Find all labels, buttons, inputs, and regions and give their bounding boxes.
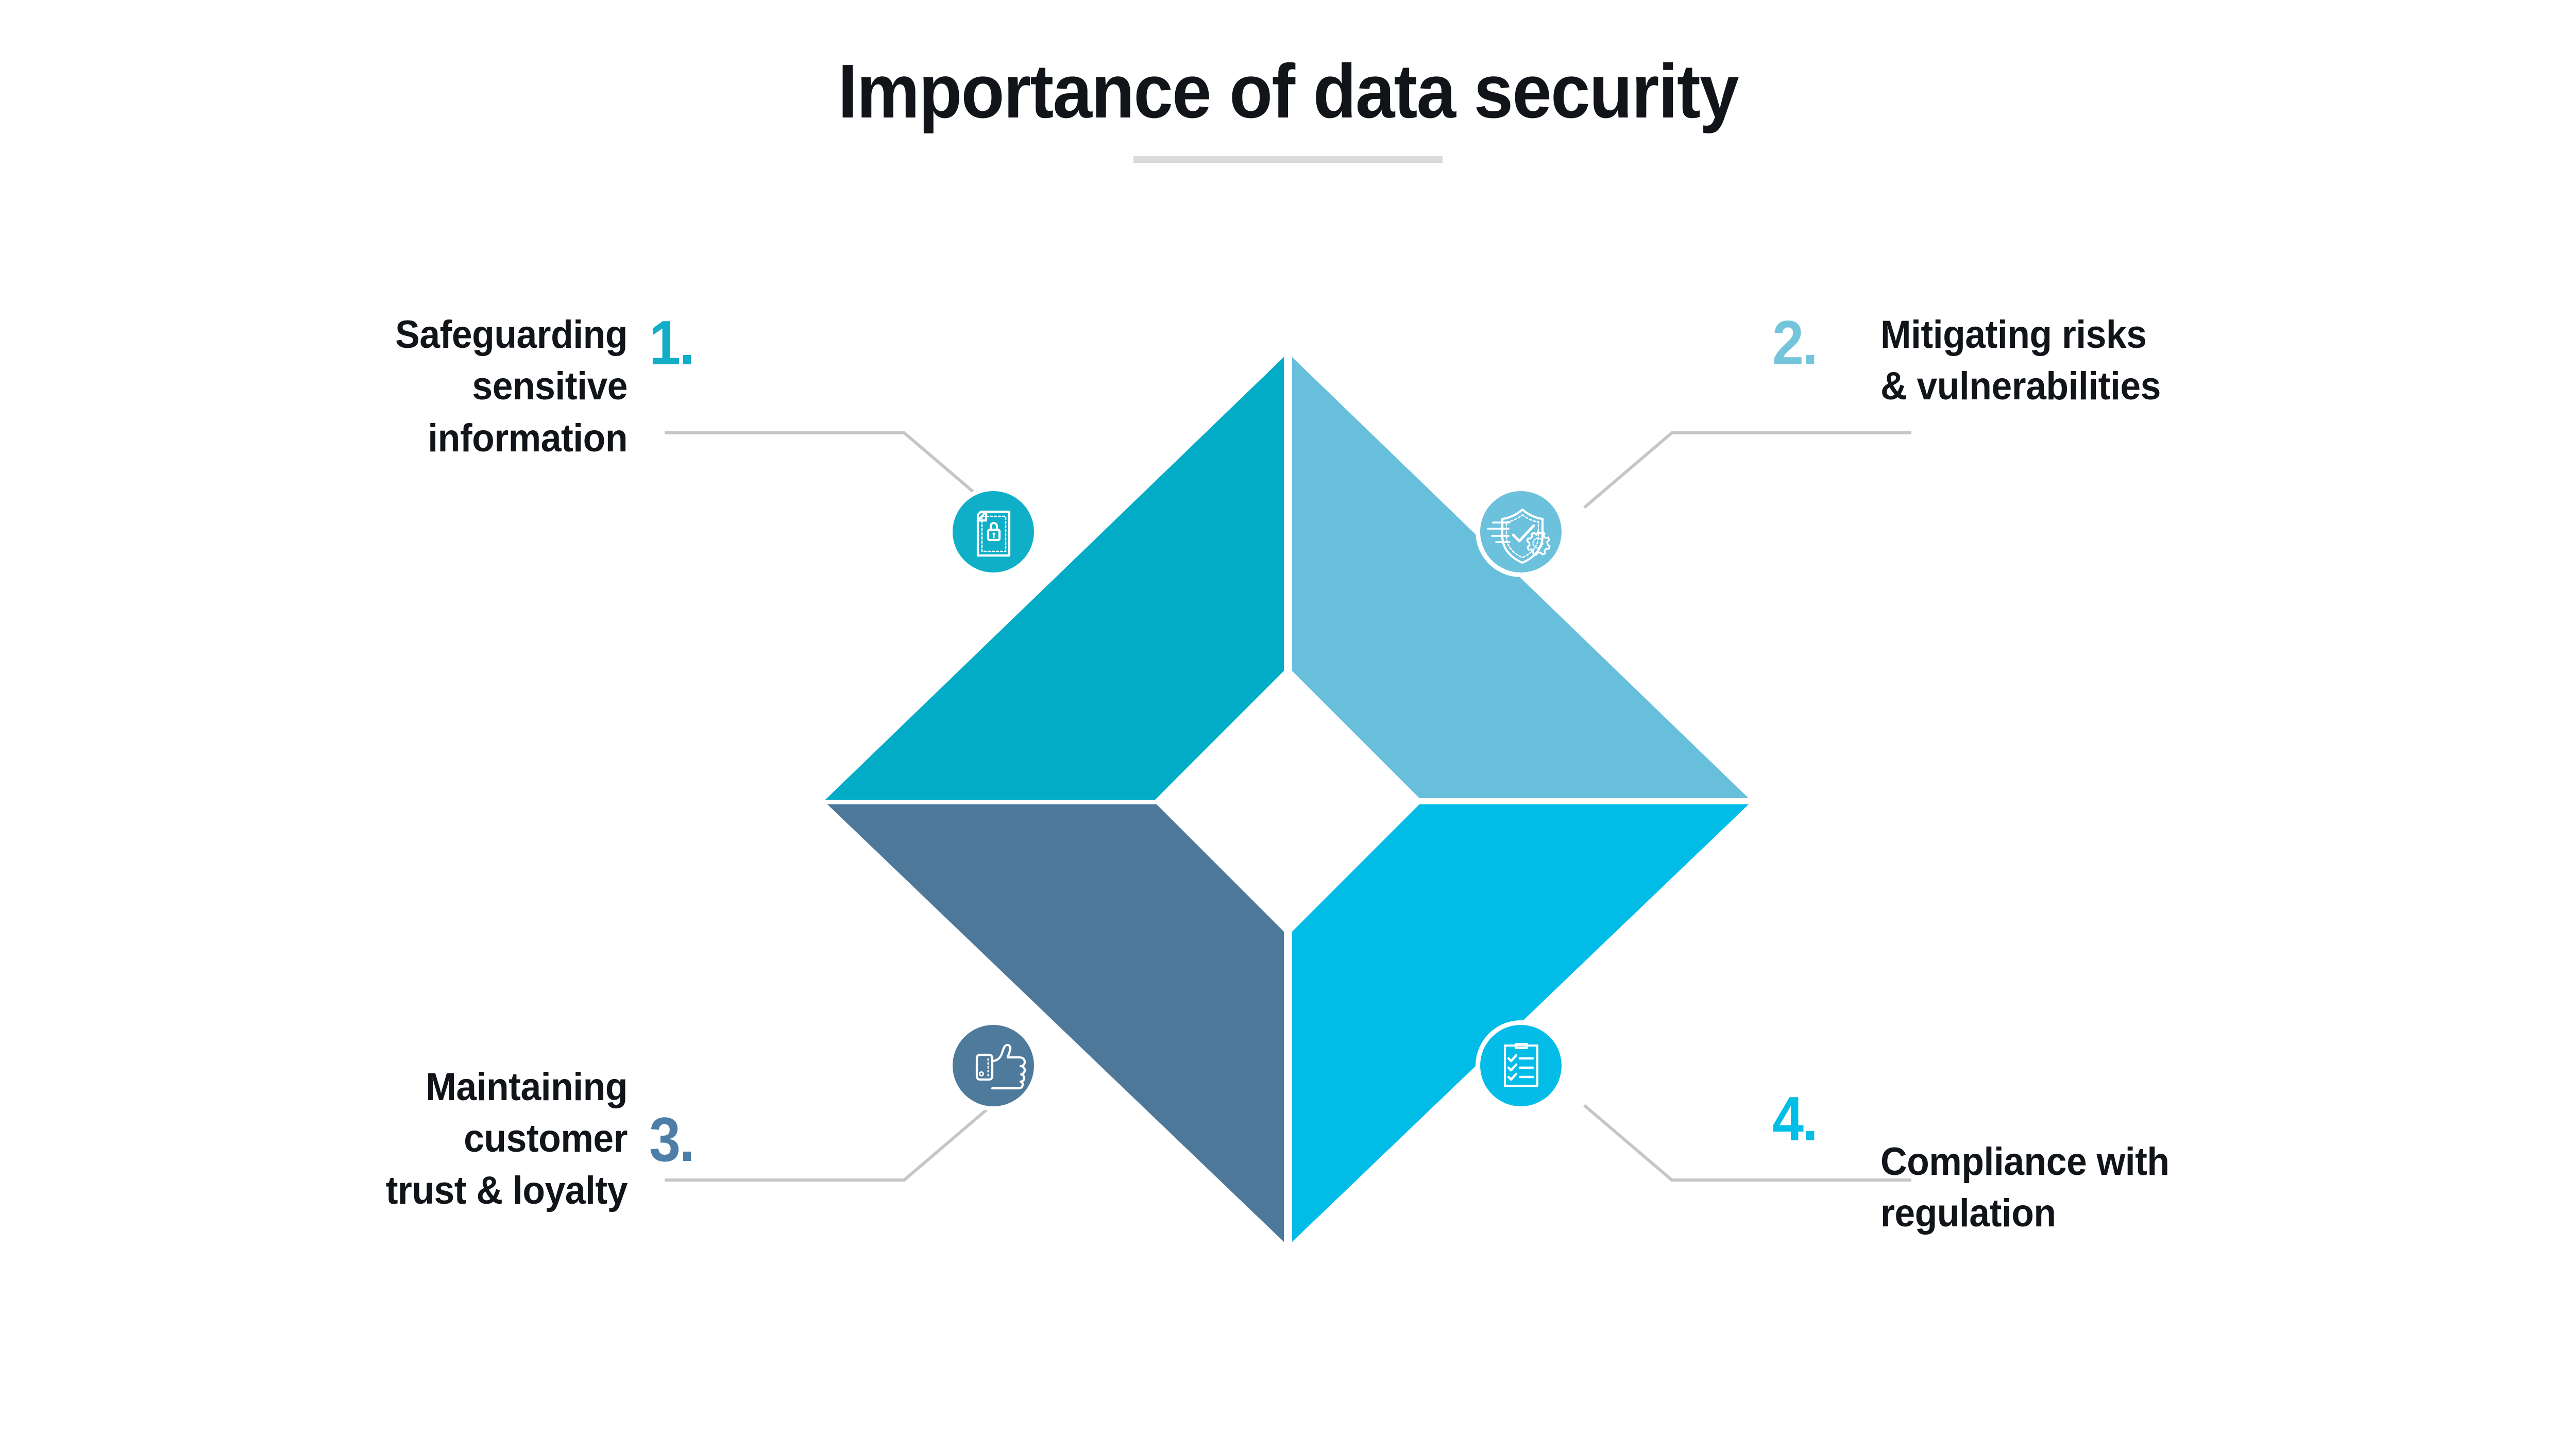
- callout-number-3: 3.: [649, 1104, 695, 1174]
- title-divider: [1133, 156, 1443, 163]
- icon-badge-2[interactable]: [1476, 486, 1566, 577]
- icon-circle-top-right[interactable]: [1480, 491, 1562, 572]
- shield-check-gear-icon: [1487, 508, 1551, 564]
- document-lock-icon: [976, 510, 1011, 557]
- thumbs-up-icon: [975, 1043, 1026, 1090]
- icon-circle-top-left[interactable]: [953, 491, 1034, 572]
- quadrant-bottom-left[interactable]: [827, 804, 1284, 1242]
- page-title: Importance of data security: [838, 49, 1739, 134]
- callout-number-4: 4.: [1772, 1084, 1818, 1154]
- title-block: Importance of data security: [0, 52, 2576, 163]
- icon-badge-3[interactable]: [948, 1020, 1039, 1111]
- diamond-graphic: [825, 357, 1749, 1242]
- callout-item-2[interactable]: 2. Mitigating risks& vulnerabilities: [1772, 309, 2483, 413]
- quadrant-top-right[interactable]: [1292, 357, 1749, 798]
- callout-number-2: 2.: [1772, 308, 1818, 378]
- icon-circle-bottom-right[interactable]: [1480, 1025, 1562, 1106]
- clipboard-checklist-icon: [1504, 1043, 1538, 1087]
- callout-label-2: Mitigating risks& vulnerabilities: [1880, 313, 2161, 409]
- quadrant-top-left-body[interactable]: [827, 357, 1284, 798]
- callout-number-1: 1.: [649, 308, 695, 378]
- icon-badge-1[interactable]: [948, 486, 1039, 577]
- icon-badge-4[interactable]: [1476, 1020, 1566, 1111]
